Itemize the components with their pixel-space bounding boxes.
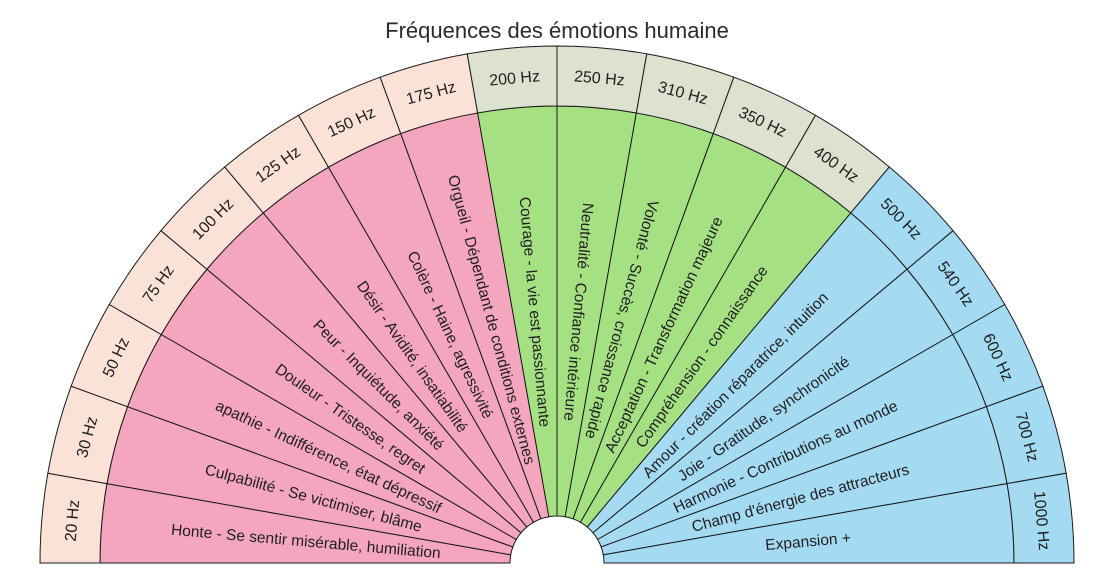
frequency-band (1006, 472, 1075, 564)
fan-layer: Honte - Se sentir misérable, humiliation… (39, 45, 1075, 564)
frequency-label: 1000 Hz (1030, 490, 1052, 551)
frequency-label: 200 Hz (489, 68, 541, 89)
frequency-label: 250 Hz (573, 68, 625, 89)
frequency-label: 20 Hz (63, 499, 84, 542)
chart-title: Fréquences des émotions humaine (385, 18, 729, 43)
